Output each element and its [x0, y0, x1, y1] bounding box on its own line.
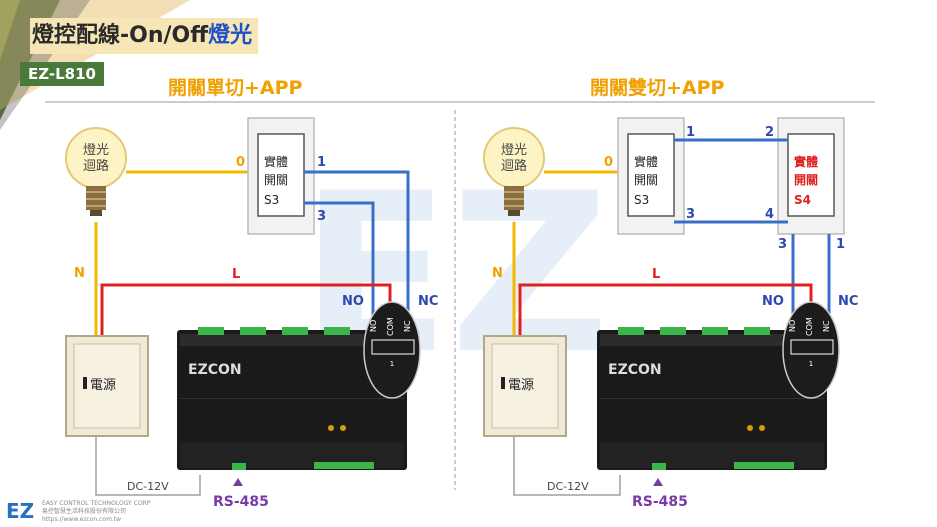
wire-dc12v	[513, 436, 621, 496]
wire-label-0: 0	[236, 155, 245, 170]
switch-s3-label-2: 開關	[634, 173, 658, 187]
footer-line-3: https://www.ezcon.com.tw	[42, 516, 122, 523]
footer-line-2: 易控智慧生活科技股份有限公司	[42, 508, 127, 515]
wire-label-n: N	[492, 266, 503, 281]
brand-label: EZCON	[608, 362, 662, 378]
switch-s3-label-3: S3	[634, 193, 649, 207]
wire-label-t3: 3	[686, 207, 695, 222]
wire-label-r3: 3	[778, 237, 787, 252]
wire-label-t2: 2	[765, 125, 774, 140]
terminal-green-2	[660, 327, 686, 335]
model-badge: EZ-L810	[20, 62, 104, 86]
label-dc12v: DC-12V	[547, 480, 589, 493]
terminal-green-3	[282, 327, 308, 335]
brand-label: EZCON	[188, 362, 242, 378]
power-label: 電源	[508, 378, 534, 393]
switch-s3-label-3: S3	[264, 193, 279, 207]
switch-s4-label-3: S4	[794, 193, 811, 207]
power-indicator-icon	[83, 377, 87, 389]
power-indicator-icon	[501, 377, 505, 389]
label-rs485: RS-485	[632, 494, 688, 510]
bulb-label-1: 燈光	[501, 143, 527, 158]
footer-line-1: EASY CONTROL TECHNOLOGY CORP	[42, 500, 151, 507]
bulb-label-2: 迴路	[83, 158, 109, 174]
wire-label-0: 0	[604, 155, 613, 170]
wire-label-l: L	[652, 267, 660, 282]
label-no: NO	[762, 294, 784, 309]
title-main: 燈控配線-On/Off	[32, 23, 209, 48]
wire-label-n: N	[74, 266, 85, 281]
switch-s3-rocker	[627, 133, 675, 217]
bulb-icon	[65, 127, 127, 216]
bulb-label-2: 迴路	[501, 158, 527, 174]
controller-ezcon	[177, 330, 407, 470]
relay-term-no: NO	[788, 320, 797, 332]
relay-term-no: NO	[369, 320, 378, 332]
section-heading-single: 開關單切+APP	[168, 77, 303, 99]
relay-zoom-circle	[363, 301, 421, 399]
footer-logo: EZ	[6, 499, 34, 523]
wire-label-1: 1	[317, 155, 326, 170]
wire-label-l: L	[232, 267, 240, 282]
relay-number: 1	[390, 360, 394, 368]
switch-s4-label-1: 實體	[794, 154, 818, 169]
relay-term-nc: NC	[822, 320, 831, 332]
label-nc: NC	[838, 294, 858, 309]
section-heading-double: 開關雙切+APP	[590, 77, 725, 99]
bulb-label-1: 燈光	[83, 143, 109, 158]
terminal-green-4	[744, 327, 770, 335]
terminal-rs485	[232, 463, 246, 470]
power-label: 電源	[90, 378, 116, 393]
terminal-green-4	[324, 327, 350, 335]
section-single-switch: 燈光 迴路 0 N 實體 開關 S3 1 3 L NO NC 電源 DC-12V	[65, 117, 438, 510]
switch-s3-label-1: 實體	[634, 154, 658, 169]
controller-ezcon	[597, 330, 827, 470]
switch-s3-rocker	[257, 133, 305, 217]
switch-s3-label-1: 實體	[264, 154, 288, 169]
switch-s4-label-2: 開關	[794, 173, 818, 187]
rs485-arrow-icon	[233, 478, 243, 486]
switch-s3-label-2: 開關	[264, 173, 288, 187]
terminal-green-1	[618, 327, 644, 335]
switch-s4-rocker	[787, 133, 835, 217]
rs485-arrow-icon	[653, 478, 663, 486]
wire-label-3: 3	[317, 209, 326, 224]
terminal-green-bottom	[314, 462, 374, 469]
footer-company: EASY CONTROL TECHNOLOGY CORP 易控智慧生活科技股份有…	[42, 500, 150, 524]
wire-label-t4: 4	[765, 207, 774, 222]
title-highlight: 燈光	[208, 23, 253, 48]
terminal-green-2	[240, 327, 266, 335]
relay-term-nc: NC	[403, 320, 412, 332]
terminal-green-1	[198, 327, 224, 335]
wire-switch-3-to-no	[304, 201, 375, 330]
wire-label-r1: 1	[836, 237, 845, 252]
label-rs485: RS-485	[213, 494, 269, 510]
relay-term-com: COM	[805, 317, 814, 336]
bulb-icon	[483, 127, 545, 216]
terminal-rs485	[652, 463, 666, 470]
relay-zoom-circle	[782, 301, 840, 399]
section-double-switch: 燈光 迴路 0 N 實體 開關 S3 實體 開關 S4 1 2 3 4 3 1 …	[483, 117, 858, 510]
label-dc12v: DC-12V	[127, 480, 169, 493]
terminal-green-3	[702, 327, 728, 335]
wire-dc12v	[95, 436, 201, 496]
wire-label-t1: 1	[686, 125, 695, 140]
relay-term-com: COM	[386, 317, 395, 336]
page-title: 燈控配線-On/Off燈光	[30, 18, 259, 54]
relay-number: 1	[809, 360, 813, 368]
terminal-green-bottom	[734, 462, 794, 469]
label-no: NO	[342, 294, 364, 309]
label-nc: NC	[418, 294, 438, 309]
wire-switch-1-to-nc	[304, 170, 410, 330]
